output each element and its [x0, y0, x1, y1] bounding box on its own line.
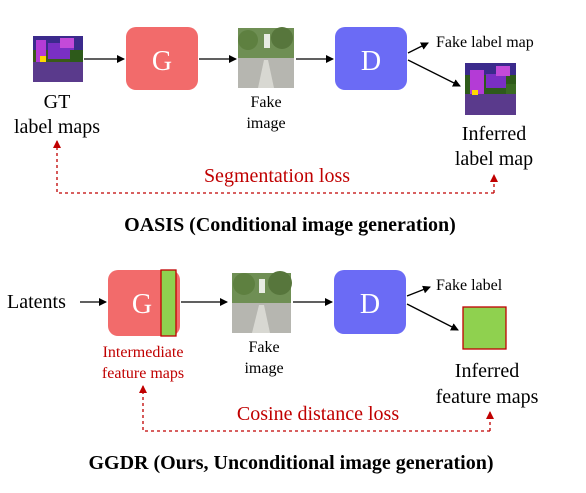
inferred-label-map-image: [465, 63, 516, 115]
fake-label-map-text: Fake label map: [436, 34, 534, 51]
fake-image-label-bottom-line1: Fake: [248, 339, 279, 356]
ggdr-caption: GGDR (Ours, Unconditional image generati…: [89, 452, 494, 474]
gt-label-map-image: [33, 36, 83, 82]
fake-image-label-top-line1: Fake: [250, 94, 281, 111]
discriminator-label-bottom: D: [360, 289, 380, 320]
segmentation-loss-label: Segmentation loss: [204, 165, 350, 187]
generator-label-bottom: G: [132, 289, 152, 320]
cosine-loss-label: Cosine distance loss: [237, 403, 399, 425]
fake-image-label-top-line2: image: [246, 115, 285, 132]
inferred-label-map-line1: Inferred: [462, 123, 526, 145]
cosine-loss-path: [139, 385, 490, 432]
fake-image-top: [238, 27, 294, 88]
intermediate-feature-line1: Intermediate: [103, 344, 184, 361]
fake-image-label-bottom-line2: image: [244, 360, 283, 377]
fake-label-text: Fake label: [436, 277, 503, 294]
intermediate-feature-strip: [160, 269, 177, 337]
arrow-d-to-inferred-feature: [406, 303, 459, 331]
inferred-feature-map-square: [462, 306, 507, 350]
discriminator-box-bottom: [334, 270, 406, 334]
oasis-caption: OASIS (Conditional image generation): [124, 214, 456, 236]
discriminator-label-top: D: [361, 46, 381, 77]
arrow-d-to-fake-label-map: [407, 42, 429, 54]
generator-box-top: [126, 27, 198, 90]
gt-label-line2: label maps: [14, 116, 100, 138]
fake-image-bottom: [232, 271, 292, 333]
latents-label: Latents: [7, 291, 66, 313]
inferred-feature-line2: feature maps: [436, 386, 539, 408]
generator-label-top: G: [152, 46, 172, 77]
inferred-label-map-line2: label map: [455, 148, 533, 170]
discriminator-box-top: [335, 27, 407, 90]
arrow-d-to-fake-label: [406, 285, 431, 297]
gt-label-line1: GT: [44, 91, 71, 113]
inferred-feature-line1: Inferred: [455, 360, 519, 382]
arrow-d-to-inferred-label-map: [407, 59, 461, 87]
intermediate-feature-line2: feature maps: [102, 365, 184, 382]
segmentation-loss-path: [53, 140, 494, 194]
